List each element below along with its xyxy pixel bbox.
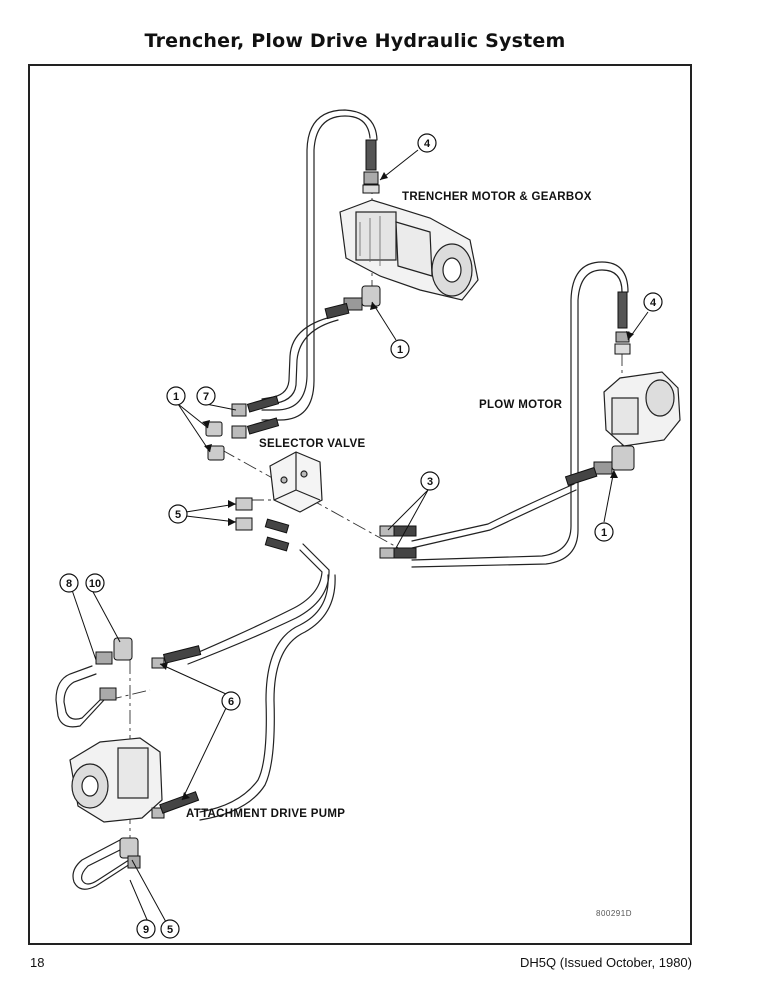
selector-valve <box>269 451 323 513</box>
trencher-elbow-fitting <box>324 285 381 320</box>
callout-6-num: 6 <box>228 696 234 708</box>
callout-5-pump <box>160 919 180 939</box>
leader-1-valve-b <box>177 403 211 453</box>
leader-3a <box>387 489 429 531</box>
plow-motor <box>603 371 681 447</box>
leader-9 <box>129 879 149 923</box>
attachment-drive-pump <box>69 737 163 823</box>
leader-10 <box>91 589 121 643</box>
leader-8 <box>71 589 97 661</box>
hose-plow-top <box>411 269 623 568</box>
hose-trencher-top <box>261 115 371 421</box>
callout-3 <box>420 471 440 491</box>
callout-10-num: 10 <box>89 578 101 590</box>
pump-fittings <box>95 637 202 869</box>
page-title: Trencher, Plow Drive Hydraulic System <box>144 30 566 52</box>
hose-trencher-bottom <box>261 319 339 406</box>
plow-elbow-fitting <box>564 445 635 487</box>
hose-plow-bottom <box>411 489 577 549</box>
callout-7 <box>196 386 216 406</box>
callout-10 <box>85 573 105 593</box>
document-id: DH5Q (Issued October, 1980) <box>520 955 692 970</box>
centerline-selector <box>221 449 421 561</box>
attachment-pump-label: ATTACHMENT DRIVE PUMP <box>186 808 345 820</box>
leader-6a <box>159 663 227 695</box>
hose-pump-upper <box>191 549 323 656</box>
callout-7-num: 7 <box>203 391 209 403</box>
plow-top-fitting <box>614 291 631 355</box>
callout-4-plow <box>643 292 663 312</box>
hose-loop-8 <box>55 665 105 728</box>
page-number: 18 <box>30 955 45 970</box>
callout-1-plow-num: 1 <box>601 527 607 539</box>
callout-4-trencher-num: 4 <box>424 138 431 150</box>
leader-5-valve-b <box>185 515 237 523</box>
callout-4-trencher <box>417 133 437 153</box>
leader-5-valve-a <box>185 503 237 513</box>
callout-5-pump-num: 5 <box>167 924 173 936</box>
leader-6b <box>181 707 227 801</box>
callout-1-valve <box>166 386 186 406</box>
callout-6 <box>221 691 241 711</box>
callout-1-trencher <box>390 339 410 359</box>
callout-9-num: 9 <box>143 924 149 936</box>
callout-5-valve <box>168 504 188 524</box>
trencher-motor-gearbox <box>339 199 479 301</box>
diagram-frame <box>28 64 692 945</box>
leader-1-valve-a <box>177 403 209 429</box>
hose-loop-9 <box>72 839 131 890</box>
leader-3b <box>395 489 429 549</box>
drawing-number: 800291D <box>596 909 632 918</box>
callout-9 <box>136 919 156 939</box>
leader-1-plow <box>603 469 615 523</box>
callout-1-plow <box>594 522 614 542</box>
callout-8-num: 8 <box>66 578 72 590</box>
leader-7 <box>205 403 237 411</box>
plow-hose-fittings <box>379 525 417 559</box>
leader-5-pump <box>131 859 167 923</box>
leader-4-trencher <box>379 149 419 181</box>
callout-3-num: 3 <box>427 476 433 488</box>
callout-1-valve-num: 1 <box>173 391 179 403</box>
hose-pump-lower <box>199 574 329 813</box>
plow-motor-label: PLOW MOTOR <box>479 399 563 411</box>
trencher-motor-label: TRENCHER MOTOR & GEARBOX <box>402 191 592 203</box>
callout-8 <box>59 573 79 593</box>
selector-fittings <box>205 395 290 552</box>
callout-1-trencher-num: 1 <box>397 344 403 356</box>
selector-valve-label: SELECTOR VALVE <box>259 438 365 450</box>
callout-4-plow-num: 4 <box>650 297 657 309</box>
trencher-top-fitting <box>362 139 380 194</box>
callout-5-valve-num: 5 <box>175 509 181 521</box>
